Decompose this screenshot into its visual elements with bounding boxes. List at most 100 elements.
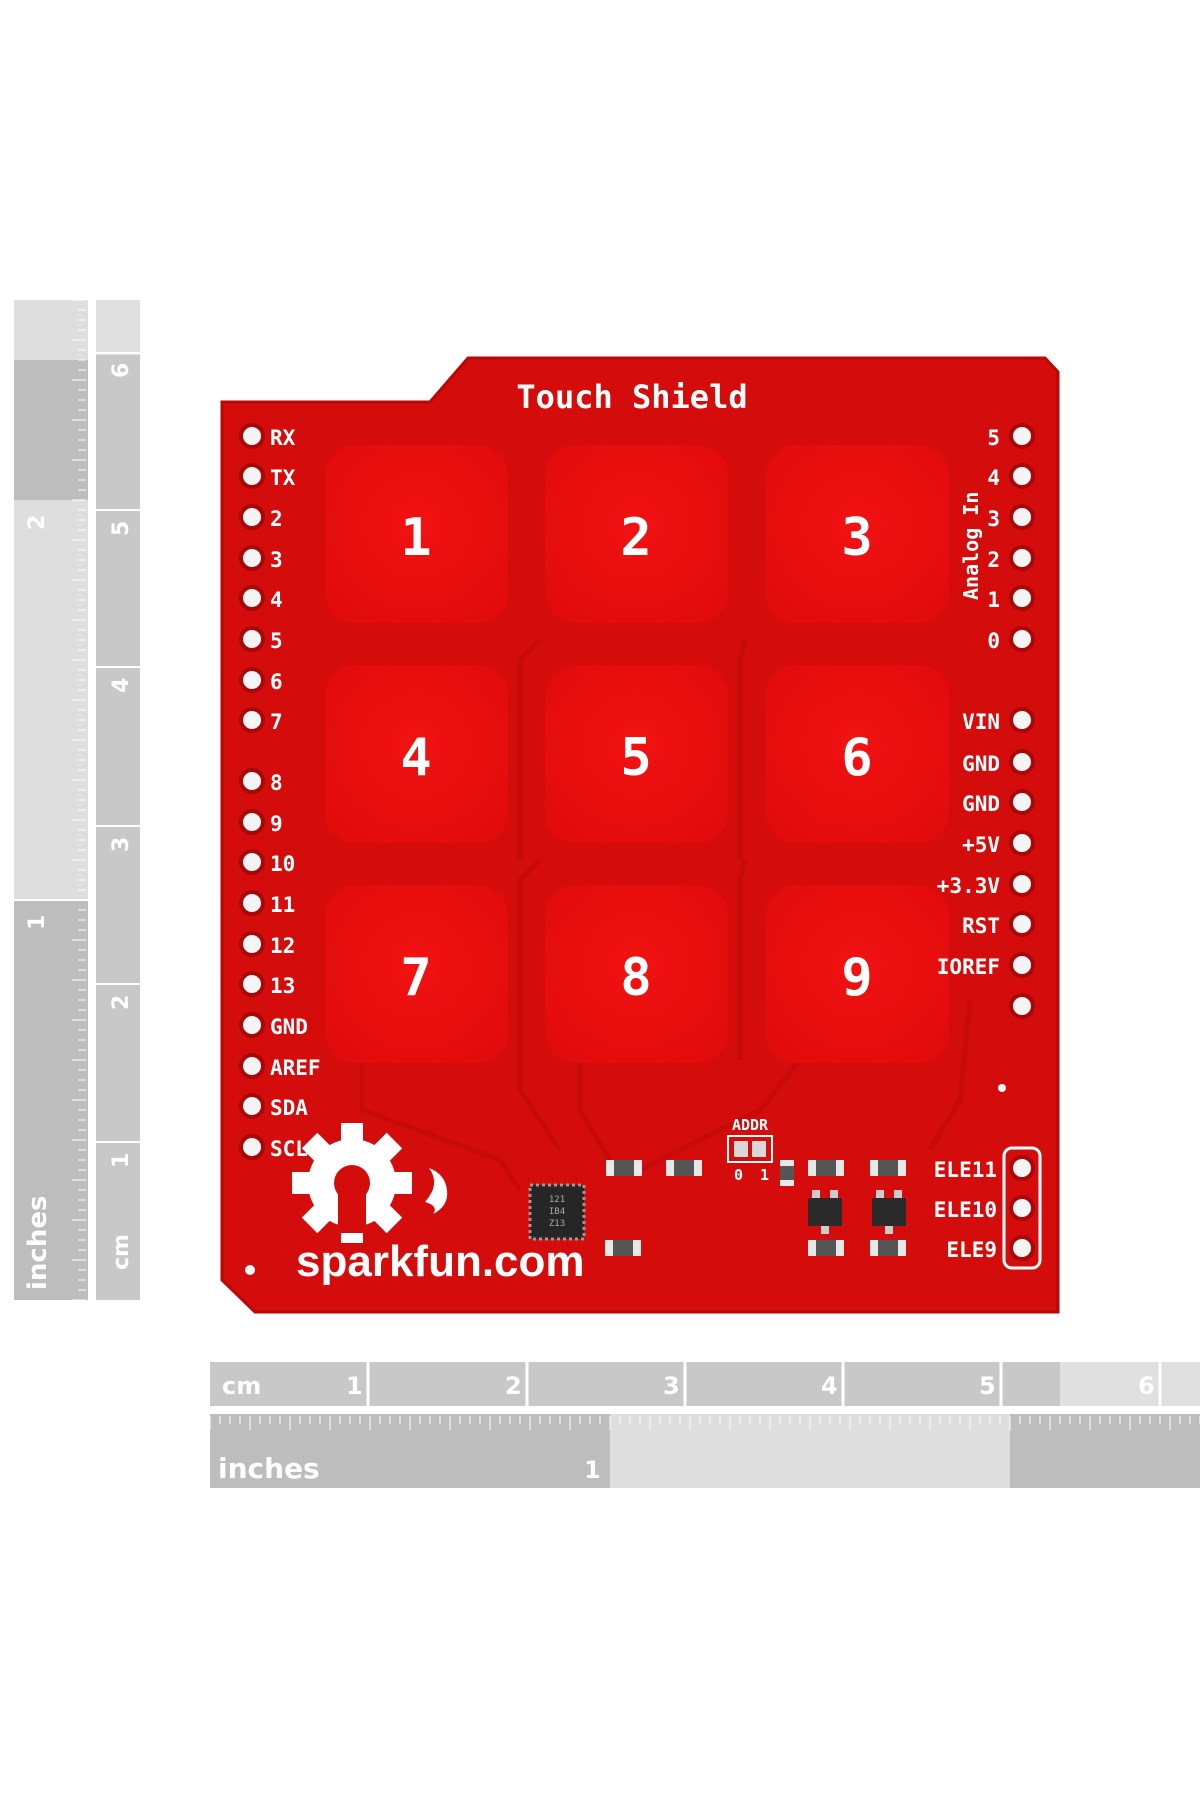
pin-label: 4 <box>270 588 283 612</box>
power-pin-3v3: +3.3V <box>937 871 1035 898</box>
fiducial <box>245 1265 255 1275</box>
left-ruler-cm-mark: 3 <box>109 837 134 852</box>
touch-pad-3[interactable]: 3 <box>766 445 949 623</box>
left-ruler-inch-mark: 1 <box>25 915 50 930</box>
pin-label: 0 <box>987 629 1000 653</box>
touch-pad-label: 8 <box>620 948 651 1008</box>
power-pin-5v: +5V <box>962 830 1035 857</box>
analog-pin-1: 1 <box>987 585 1035 612</box>
pin-label: SDA <box>270 1096 308 1120</box>
power-pin-unlabeled <box>1009 993 1035 1019</box>
header-pin-8: 8 <box>239 768 283 795</box>
left-ruler-inches-label: inches <box>23 1196 53 1290</box>
header-pin-13: 13 <box>239 971 295 998</box>
header-pin-3: 3 <box>239 545 283 572</box>
analog-pin-3: 3 <box>987 504 1035 531</box>
pin-label: +3.3V <box>937 874 1001 898</box>
header-pin-6: 6 <box>239 667 283 694</box>
chip-marking: Z13 <box>549 1219 565 1229</box>
pin-label: AREF <box>270 1056 321 1080</box>
power-pin-gnd: GND <box>962 749 1035 776</box>
header-pin-2: 2 <box>239 504 283 531</box>
left-pin-header: RX TX 2 3 4 5 6 7 8 9 10 11 12 13 GND AR… <box>239 423 321 1161</box>
board-title: Touch Shield <box>516 378 747 416</box>
bottom-ruler-cm-mark: 4 <box>821 1372 838 1400</box>
left-ruler-cm-mark: 1 <box>109 1153 134 1168</box>
touch-pad-label: 6 <box>841 728 872 788</box>
resistor <box>605 1240 641 1256</box>
pin-label: ELE9 <box>946 1238 997 1262</box>
header-pin-9: 9 <box>239 809 283 836</box>
analog-pin-4: 4 <box>987 463 1035 490</box>
left-ruler-cm-mark: 6 <box>109 363 134 378</box>
bottom-ruler-cm-mark: 3 <box>663 1372 680 1400</box>
electrode-pin-ele10: ELE10 <box>934 1195 1035 1222</box>
pin-label: IOREF <box>937 955 1000 979</box>
touch-pad-label: 5 <box>620 728 651 788</box>
touch-pad-1[interactable]: 1 <box>325 445 508 623</box>
fiducial <box>998 1084 1006 1092</box>
resistor <box>808 1240 844 1256</box>
resistor <box>606 1160 642 1176</box>
mpr121-chip: 121 IB4 Z13 <box>528 1183 586 1241</box>
header-pin-5: 5 <box>239 626 283 653</box>
touch-pad-2[interactable]: 2 <box>545 445 728 623</box>
pin-label: 10 <box>270 852 295 876</box>
left-ruler-cm-mark: 2 <box>109 995 134 1010</box>
resistor <box>808 1160 844 1176</box>
touch-pad-8[interactable]: 8 <box>545 885 728 1063</box>
pin-label: SCL <box>270 1137 308 1161</box>
pin-label: +5V <box>962 833 1000 857</box>
pin-label: 3 <box>987 507 1000 531</box>
touch-pad-7[interactable]: 7 <box>325 885 508 1063</box>
header-pin-4: 4 <box>239 585 283 612</box>
electrode-pin-ele9: ELE9 <box>946 1235 1035 1262</box>
bottom-ruler-inch-mark: 1 <box>584 1456 601 1484</box>
pin-label: GND <box>962 792 1000 816</box>
analog-in-label: Analog In <box>959 492 983 600</box>
pin-label: GND <box>962 752 1000 776</box>
pin-label: 6 <box>270 670 283 694</box>
chip-marking: 121 <box>549 1195 565 1205</box>
bottom-ruler-cm-mark: 2 <box>505 1372 522 1400</box>
pin-label: 1 <box>987 588 1000 612</box>
touch-pad-label: 4 <box>400 728 431 788</box>
power-pin-rst: RST <box>962 911 1035 938</box>
bottom-ruler-cm-mark: 6 <box>1138 1372 1155 1400</box>
touch-pad-grid: 1 2 3 4 5 6 7 <box>325 445 949 1063</box>
touch-pad-9[interactable]: 9 <box>766 885 949 1063</box>
power-pin-ioref: IOREF <box>937 952 1035 979</box>
header-pin-7: 7 <box>239 707 283 734</box>
touch-pad-label: 2 <box>620 508 651 568</box>
touch-pad-4[interactable]: 4 <box>325 665 508 843</box>
pin-label: 11 <box>270 893 295 917</box>
open-hardware-gear-icon <box>292 1123 412 1243</box>
header-pin-sda: SDA <box>239 1093 308 1120</box>
addr-jumper[interactable]: ADDR 0 1 <box>727 1116 773 1184</box>
bottom-ruler-inches-label: inches <box>218 1452 320 1485</box>
smd-components <box>605 1160 906 1256</box>
left-ruler: cm inches 1 2 3 4 5 6 1 2 <box>14 299 140 1301</box>
bottom-ruler-cm-mark: 1 <box>346 1372 363 1400</box>
pin-label: RST <box>962 914 1000 938</box>
pin-label: 2 <box>270 507 283 531</box>
pin-label: GND <box>270 1015 308 1039</box>
power-pin-header: VIN GND GND +5V +3.3V RST IOREF <box>937 707 1035 1092</box>
touch-pad-5[interactable]: 5 <box>545 665 728 843</box>
analog-pin-2: 2 <box>987 545 1035 572</box>
transistor <box>872 1190 906 1234</box>
header-pin-gnd: GND <box>239 1012 308 1039</box>
sparkfun-logo-text: sparkfun.com <box>296 1237 585 1286</box>
touch-pad-6[interactable]: 6 <box>766 665 949 843</box>
touch-pad-label: 1 <box>400 508 431 568</box>
pin-label: 5 <box>987 426 1000 450</box>
pin-label: 2 <box>987 548 1000 572</box>
left-ruler-cm-mark: 4 <box>109 678 134 693</box>
touch-pad-label: 9 <box>841 948 872 1008</box>
analog-pin-5: 5 <box>987 423 1035 450</box>
pin-label: 8 <box>270 771 283 795</box>
electrode-header: ELE11 ELE10 ELE9 <box>934 1146 1042 1270</box>
header-pin-scl: SCL <box>239 1134 308 1161</box>
power-pin-vin: VIN <box>962 707 1035 734</box>
